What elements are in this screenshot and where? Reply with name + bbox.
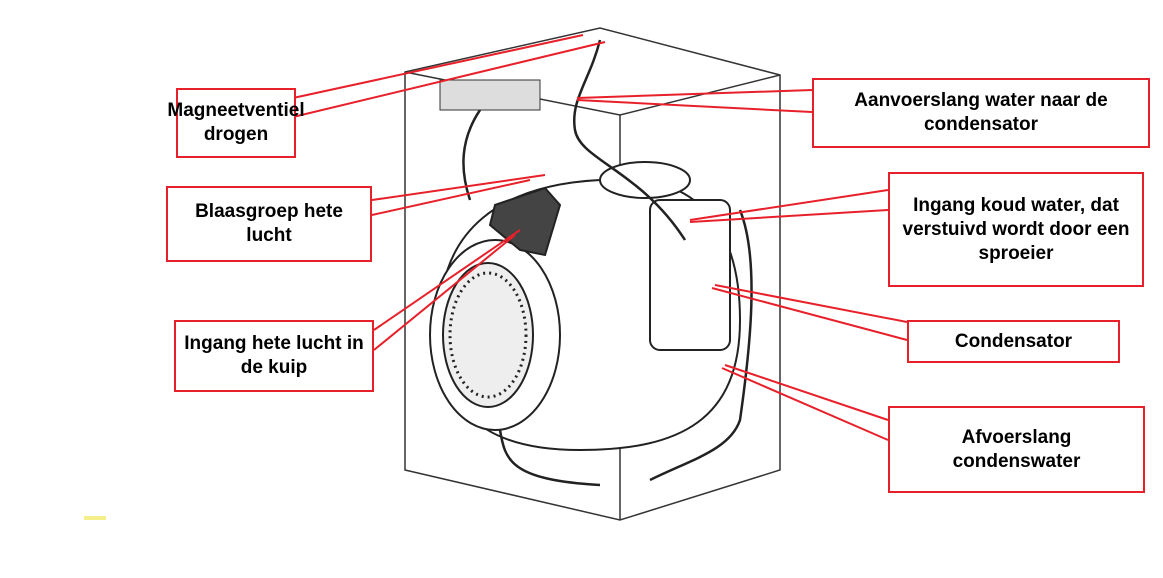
yellow-mark <box>84 516 106 520</box>
door <box>429 239 561 431</box>
valve-block <box>439 79 541 111</box>
condenser-unit <box>649 199 731 351</box>
leader-lines <box>292 34 908 441</box>
label-aanvoerslang: Aanvoerslang water naar de condensator <box>812 78 1150 148</box>
label-afvoerslang: Afvoerslang condenswater <box>888 406 1145 493</box>
label-ingang-hete-lucht: Ingang hete lucht in de kuip <box>174 320 374 392</box>
label-magneetventiel: Magneetventiel drogen <box>167 88 305 158</box>
label-blaasgroep: Blaasgroep hete lucht <box>166 186 372 262</box>
label-ingang-koud-water: Ingang koud water, dat verstuivd wordt d… <box>888 172 1144 287</box>
label-condensator: Condensator <box>907 320 1120 363</box>
hoses <box>462 39 753 487</box>
condenser-top <box>599 161 691 199</box>
